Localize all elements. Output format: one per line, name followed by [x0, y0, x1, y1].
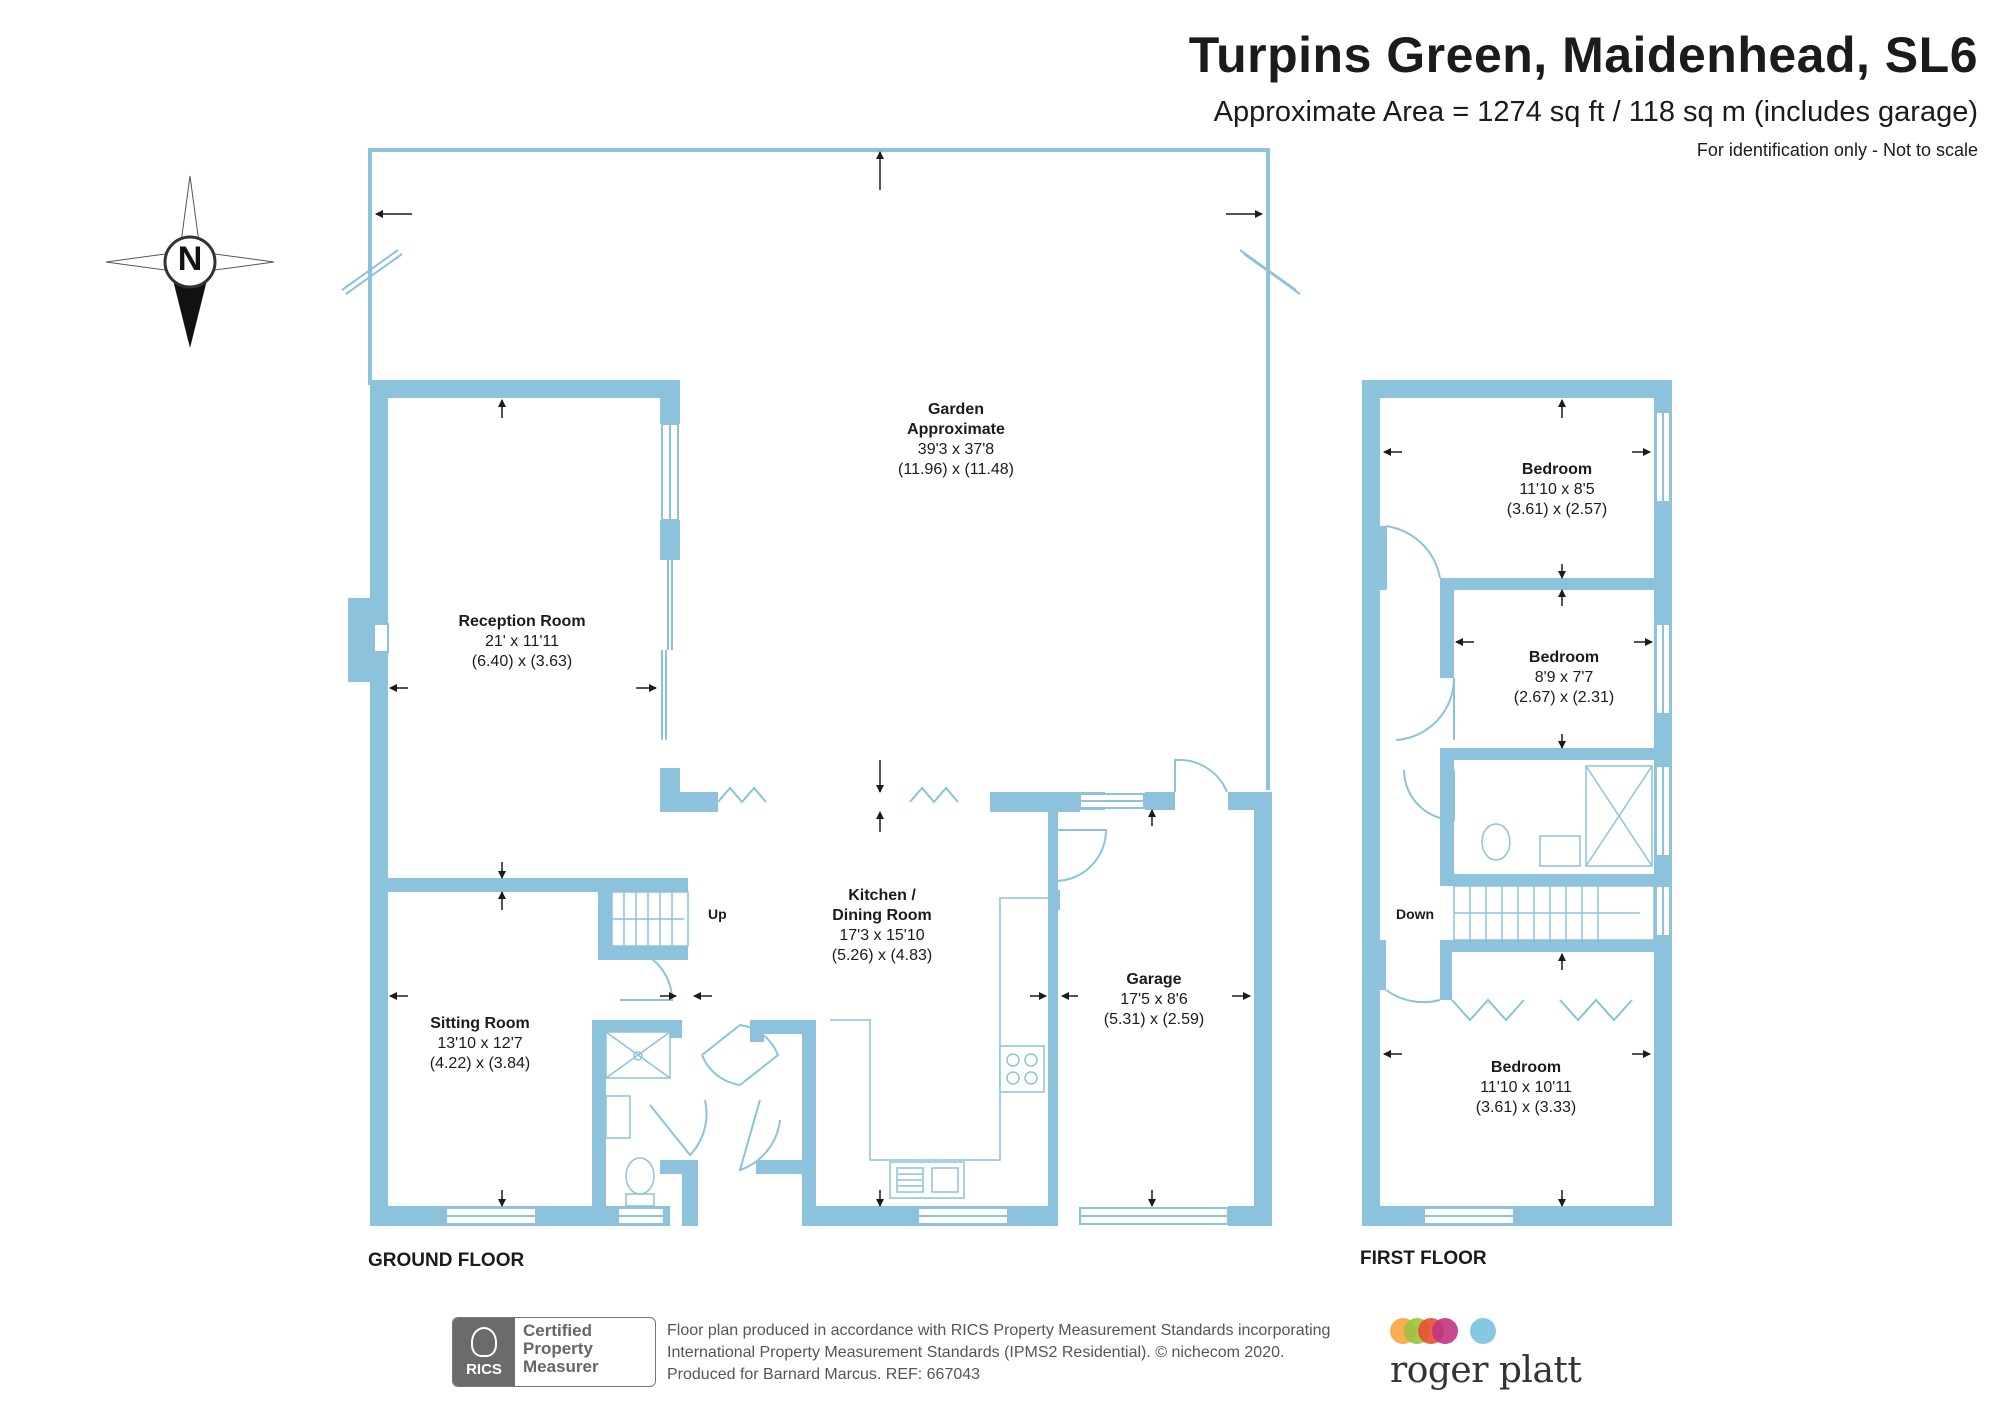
dimension-arrows	[375, 151, 1653, 1207]
room-label-garage: Garage 17'5 x 8'6 (5.31) x (2.59)	[1103, 971, 1205, 1028]
property-title: Turpins Green, Maidenhead, SL6	[1188, 27, 1978, 83]
rics-crest-icon	[471, 1326, 497, 1357]
agent-brand-logo: roger platt	[1390, 1312, 1582, 1392]
compass-north-label: N	[177, 240, 203, 278]
compass-rose-icon	[105, 175, 275, 348]
room-label-bedroom-3: Bedroom 11'10 x 10'11 (3.61) x (3.33)	[1475, 1059, 1577, 1116]
stairs-down-label: Down	[1396, 906, 1435, 922]
rics-logo: RICS	[453, 1318, 515, 1386]
room-label-sitting: Sitting Room 13'10 x 12'7 (4.22) x (3.84…	[429, 1015, 531, 1072]
stairs-up-label: Up	[708, 906, 727, 922]
room-label-bedroom-2: Bedroom 8'9 x 7'7 (2.67) x (2.31)	[1513, 649, 1615, 706]
identification-note: For identification only - Not to scale	[1696, 140, 1978, 160]
brand-dots-icon	[1390, 1318, 1570, 1346]
kitchen-units	[830, 897, 1048, 1199]
garden-outline	[368, 148, 1270, 790]
first-floor-windows	[1423, 411, 1671, 1225]
certified-property-measurer-text: Certified Property Measurer	[523, 1321, 599, 1376]
ground-floor-label: GROUND FLOOR	[368, 1250, 525, 1271]
brand-name: roger platt	[1390, 1350, 1582, 1391]
footer-disclaimer: Floor plan produced in accordance with R…	[667, 1322, 1331, 1383]
first-floor-doors	[1385, 525, 1633, 1022]
room-label-kitchen: Kitchen / Dining Room 17'3 x 15'10 (5.26…	[831, 887, 933, 964]
rics-certified-badge: RICS Certified Property Measurer	[452, 1317, 656, 1387]
room-label-reception: Reception Room 21' x 11'11 (6.40) x (3.6…	[458, 613, 586, 670]
first-floor-bathroom-fittings	[1481, 765, 1653, 867]
room-label-bedroom-1: Bedroom 11'10 x 8'5 (3.61) x (2.57)	[1506, 461, 1608, 518]
ground-floor-doors	[619, 758, 1228, 1172]
room-label-garden: Garden Approximate 39'3 x 37'8 (11.96) x…	[898, 401, 1014, 478]
ground-floor-stairs	[611, 891, 689, 947]
ground-floor-windows	[373, 423, 1229, 1225]
approximate-area: Approximate Area = 1274 sq ft / 118 sq m…	[1213, 96, 1978, 128]
first-floor-label: FIRST FLOOR	[1360, 1248, 1487, 1269]
first-floor-stairs	[1453, 885, 1655, 941]
ground-bathroom-fittings	[605, 1031, 671, 1207]
